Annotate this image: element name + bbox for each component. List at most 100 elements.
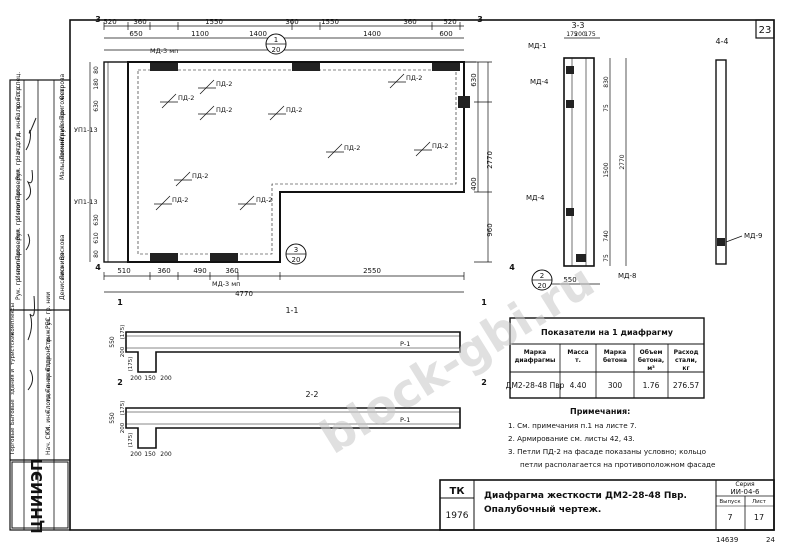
sheet-value: 17 — [754, 513, 764, 522]
series-label: Серия — [735, 481, 755, 488]
callout-2: 2 20 — [531, 269, 553, 291]
svg-text:20: 20 — [272, 46, 281, 54]
stamp-org-side: здания и — [10, 369, 16, 395]
section-mark: 2 — [117, 378, 123, 387]
section-11-tag: Р-1 — [400, 340, 410, 348]
note-4: петли располагается на противоположном ф… — [520, 460, 716, 469]
section-44-label: МД-9 — [744, 232, 763, 240]
section-mark: 3 — [477, 15, 483, 24]
dim-tick — [155, 195, 171, 211]
stamp-org-role: Р. инж. ЕС — [45, 318, 52, 350]
dim-label: 550 — [109, 412, 116, 424]
svg-text:1: 1 — [274, 36, 278, 44]
table-header-cell: Марка — [524, 349, 546, 356]
dim-label: 200 — [130, 375, 142, 382]
dim-label: 75 — [603, 254, 610, 262]
dim-tick — [415, 141, 431, 157]
dim-label: 490 — [193, 267, 206, 275]
stamp-name: Урусенко — [59, 110, 66, 140]
stamp-role: Исполнил — [15, 189, 22, 220]
dim-label: 360 — [157, 267, 170, 275]
dim-label: (175) — [120, 325, 126, 340]
issue-label: Выпуск — [719, 499, 741, 505]
stamp-role: Гл. спец. — [15, 72, 22, 100]
indicator-table: Показатели на 1 диафрагму Маркадиафрагмы… — [506, 317, 705, 399]
s33-label: МД-1 — [528, 42, 547, 50]
stamp-org-side: Торговые — [10, 427, 16, 456]
stamp-org-role: Гл. инженер отд. — [45, 358, 52, 413]
table-header-cell: кг — [682, 365, 689, 372]
pd-label: ПД-2 — [192, 172, 208, 180]
stamp-role: Гл. инж. пр. — [15, 102, 22, 140]
dim-label: 960 — [486, 223, 494, 236]
sheet-number: 23 — [759, 25, 772, 36]
table-header-cell: бетона — [603, 357, 627, 364]
stamp-name: Воскова — [59, 234, 66, 260]
table-header-cell: Масса — [567, 349, 588, 356]
dim-tick — [175, 171, 191, 187]
year: 1976 — [446, 511, 469, 521]
dim-label: 200 — [160, 451, 172, 458]
dim-label: 520 — [443, 18, 456, 26]
note-2: 2. Армирование см. листы 42, 43. — [508, 434, 635, 443]
drawing-title-1: Диафрагма жесткости ДМ2-28-48 Пвр. — [484, 491, 687, 501]
stamp-org-role: Гл. инж. отд. — [45, 392, 52, 434]
title-block: ТК 1976 Диафрагма жесткости ДМ2-28-48 Пв… — [439, 479, 775, 531]
stamp-org-role: Гл. инж. пр. — [45, 354, 52, 392]
signature-scribble — [25, 117, 37, 251]
dim-label: 740 — [603, 230, 610, 242]
s33-label: МД-4 — [530, 78, 549, 86]
section-mark: 3 — [95, 15, 101, 24]
dim-label: 520 — [103, 18, 116, 26]
table-cell: 4.40 — [570, 381, 587, 390]
table-header-cell: м³ — [647, 365, 655, 372]
s33-label: МД-4 — [526, 194, 545, 202]
dim-label: 360 — [403, 18, 416, 26]
dim-tick — [239, 195, 255, 211]
svg-text:20: 20 — [538, 282, 547, 290]
stamp-name: Пригожев — [59, 88, 66, 120]
stamp-role: Гл. констр. — [15, 85, 22, 120]
dim-label: 610 — [93, 232, 100, 244]
pd-label: ПД-2 — [178, 94, 194, 102]
dim-label: 200 — [160, 375, 172, 382]
section-11-title: 1-1 — [285, 306, 298, 315]
table-header-cell: бетона, — [638, 357, 664, 364]
section-33-title: 3-3 — [571, 21, 584, 30]
stamp-role: Проверил — [15, 229, 22, 260]
dim-label: 1400 — [363, 30, 381, 38]
table-header: МаркадиафрагмыМассат.МаркабетонаОбъембет… — [515, 349, 699, 372]
section-mark: 1 — [481, 298, 487, 307]
s33-bottom-dim: 550 — [563, 276, 576, 284]
stamp-role: Рук. гр. нии — [15, 203, 22, 240]
svg-text:3: 3 — [294, 246, 298, 254]
doc-number: 14639 — [716, 536, 738, 544]
dim-label: 1400 — [249, 30, 267, 38]
watermark: block-gbi.ru — [310, 253, 603, 464]
pd-label: ПД-2 — [286, 106, 302, 114]
stamp-org-side: комплексы — [10, 303, 16, 335]
note-1: 1. См. примечания п.1 на листе 7. — [508, 421, 637, 430]
dim-label: 1550 — [321, 18, 339, 26]
dim-label: 150 — [144, 375, 156, 382]
stamp-role: Проверил — [15, 169, 22, 200]
section-mark: 1 — [117, 298, 123, 307]
notes-title: Примечания: — [570, 407, 630, 416]
dim-label: 200 — [130, 451, 142, 458]
dim-label: 510 — [117, 267, 130, 275]
pd-label: ПД-2 — [432, 142, 448, 150]
section-22-title: 2-2 — [305, 390, 318, 399]
pd-label: ПД-2 — [256, 196, 272, 204]
dim-label: (175) — [128, 357, 134, 372]
pd-label: ПД-2 — [172, 196, 188, 204]
table-header-cell: диафрагмы — [515, 357, 556, 364]
